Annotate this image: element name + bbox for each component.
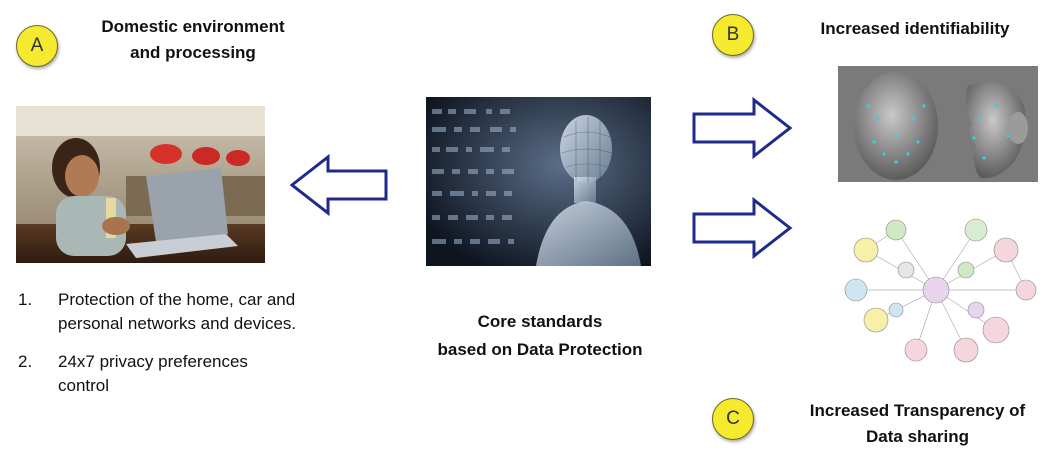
arrow-right-icon-top [692,96,793,160]
list-item-text: 24x7 privacy preferences control [58,352,248,395]
section-a-heading: Domestic environment and processing [68,14,318,66]
section-a-list: 1. Protection of the home, car and perso… [18,288,298,412]
badge-b: B [712,14,754,56]
image-digital-humanoid [426,97,651,266]
section-a-heading-line2: and processing [130,43,256,62]
center-caption-line1: Core standards [477,312,603,331]
list-item-number: 1. [18,290,33,309]
badge-b-label: B [726,24,740,45]
badge-a: A [16,25,58,67]
list-item: 1. Protection of the home, car and perso… [18,288,298,336]
badge-a-label: A [30,35,44,56]
section-c-heading-line2: Data sharing [866,427,969,446]
arrow-left-icon [290,153,388,217]
center-caption: Core standards based on Data Protection [400,308,680,364]
image-face-scan [838,66,1038,182]
list-item: 2. 24x7 privacy preferences control [18,350,298,398]
badge-c-label: C [726,408,740,429]
section-a-heading-line1: Domestic environment [101,17,285,36]
center-caption-line2: based on Data Protection [437,340,643,359]
section-b-heading: Increased identifiability [820,19,1010,38]
image-network-graph [836,210,1048,370]
list-item-number: 2. [18,352,33,371]
section-c-heading: Increased Transparency of Data sharing [780,398,1055,450]
list-item-text: Protection of the home, car and personal… [58,290,297,333]
badge-c: C [712,398,754,440]
section-c-heading-line1: Increased Transparency of [809,401,1026,420]
arrow-right-icon-bottom [692,196,793,260]
photo-woman-laptop [16,106,265,263]
